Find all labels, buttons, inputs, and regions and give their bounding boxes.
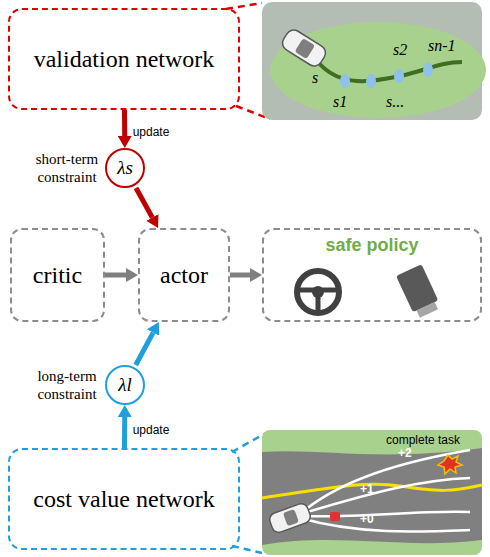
trajectory	[300, 512, 470, 517]
process-box: actor	[138, 228, 230, 322]
annotation-label: short-term constraint	[26, 150, 108, 186]
connector-line	[136, 333, 153, 365]
road	[262, 448, 482, 545]
steering-wheel	[297, 271, 339, 313]
state-dot	[366, 74, 376, 88]
arrow-connector	[230, 275, 250, 276]
arrow-connector	[105, 275, 126, 276]
arrow-connector	[136, 333, 153, 365]
annotation-label: long-term constraint	[26, 367, 108, 403]
leader-line	[232, 434, 264, 452]
process-box: critic	[10, 228, 105, 322]
car-body	[268, 502, 312, 534]
state-dot	[423, 63, 433, 77]
network-box: cost value network	[8, 448, 240, 550]
node-text: safe policy	[325, 236, 418, 256]
car-body	[280, 27, 329, 69]
output-box: safe policy	[262, 228, 482, 322]
connector-line	[122, 110, 127, 136]
thumbs-up-icon	[330, 512, 340, 521]
car-icon	[280, 27, 329, 69]
annotation-label: s...	[386, 92, 404, 111]
trajectory	[318, 62, 462, 81]
steering-hub	[312, 286, 324, 298]
node-text: λl	[118, 375, 132, 396]
node-text: λs	[117, 158, 133, 179]
network-box: validation network	[8, 8, 240, 110]
leader-line	[232, 546, 262, 553]
annotation-label: +0	[360, 512, 374, 526]
multiplier-circle: λl	[105, 365, 145, 405]
trajectory	[300, 450, 470, 514]
arrow-connector	[124, 417, 125, 448]
arrow-connector	[136, 188, 152, 217]
annotation-label: complete task	[386, 433, 460, 447]
connector-line	[105, 273, 126, 278]
node-text: cost value network	[33, 486, 214, 512]
annotation-label: +1	[360, 482, 374, 496]
connector-line	[230, 273, 250, 278]
state-dot	[340, 74, 350, 88]
annotation-label: +2	[398, 446, 412, 460]
edge-label: update	[133, 125, 170, 139]
state-dot	[394, 69, 404, 83]
car-icon	[268, 502, 312, 534]
annotation-label: s2	[393, 40, 407, 59]
connector-line	[122, 417, 127, 448]
pedal-base	[417, 302, 439, 318]
car-window	[295, 38, 315, 59]
annotation-label: sn-1	[428, 36, 456, 55]
trajectory	[300, 518, 470, 532]
annotation-label: s1	[333, 92, 347, 111]
trajectory	[300, 478, 470, 514]
arrow-connector	[124, 110, 125, 136]
node-text: validation network	[34, 46, 215, 72]
pedal-icon	[396, 264, 442, 319]
scene-panel	[262, 430, 482, 555]
connector-line	[136, 188, 152, 217]
edge-label: update	[133, 423, 170, 437]
node-text: actor	[160, 262, 208, 288]
multiplier-circle: λs	[105, 148, 145, 188]
node-text: critic	[33, 262, 82, 288]
car-window	[283, 509, 299, 526]
safe-region	[270, 22, 486, 118]
annotation-label: s	[312, 68, 318, 87]
collision-icon	[438, 455, 462, 474]
